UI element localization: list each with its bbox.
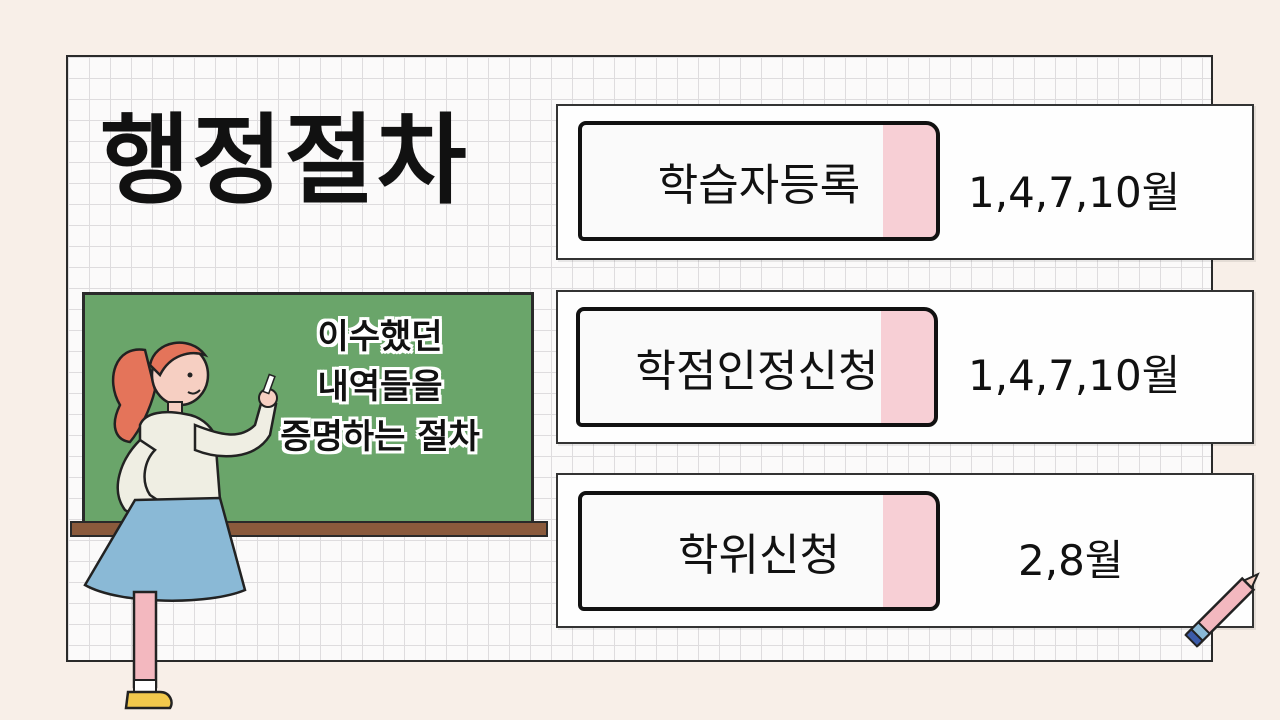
chalkboard-line-1: 이수했던 bbox=[317, 317, 443, 357]
procedure-label-box-2: 학점인정신청 bbox=[576, 307, 938, 427]
procedure-months-3: 2,8월 bbox=[1018, 536, 1124, 585]
chalkboard-line-3: 증명하는 절차 bbox=[280, 417, 480, 457]
procedure-label-box-1: 학습자등록 bbox=[578, 121, 940, 241]
procedure-months-1: 1,4,7,10월 bbox=[968, 168, 1181, 217]
pencil-icon bbox=[1184, 572, 1260, 648]
teacher-illustration bbox=[83, 341, 278, 710]
chalkboard-line-2: 내역들을 bbox=[317, 367, 443, 407]
procedure-label-1: 학습자등록 bbox=[657, 160, 861, 211]
procedure-label-box-3: 학위신청 bbox=[578, 491, 940, 611]
chalkboard-text: 이수했던 내역들을 증명하는 절차 bbox=[240, 312, 520, 462]
procedure-label-2: 학점인정신청 bbox=[635, 346, 879, 397]
procedure-label-3: 학위신청 bbox=[678, 530, 840, 581]
procedure-months-2: 1,4,7,10월 bbox=[968, 351, 1181, 400]
page-title: 행정절차 bbox=[100, 104, 469, 218]
